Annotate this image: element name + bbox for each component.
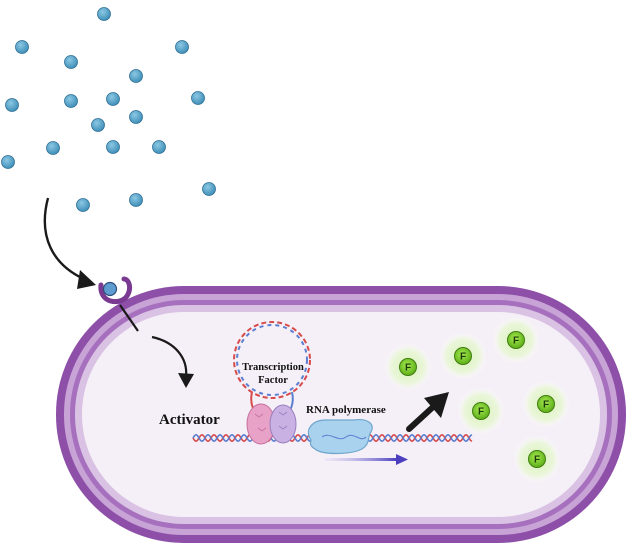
signal-molecule-icon: [64, 94, 78, 108]
fluorescent-protein-label: F: [405, 363, 411, 374]
signal-molecule-icon: [76, 198, 90, 212]
signal-molecule-icon: [129, 193, 143, 207]
signal-molecule-icon: [106, 92, 120, 106]
signal-arrow: [151, 335, 194, 388]
activator-label: Activator: [159, 412, 220, 428]
receptor-icon: [98, 276, 139, 332]
signal-molecule-icon: [175, 40, 189, 54]
signal-molecules: [1, 7, 216, 212]
fluorescent-protein-label: F: [513, 336, 519, 347]
transcript-arrow: [325, 454, 408, 465]
fluorescent-protein-icon: F: [513, 435, 561, 483]
signal-molecule-icon: [152, 140, 166, 154]
fluorescent-protein-icon: F: [384, 343, 432, 391]
signal-molecule-icon: [202, 182, 216, 196]
transcription-factor-label-line2: Factor: [258, 375, 288, 386]
rna-polymerase-label: RNA polymerase: [306, 404, 386, 416]
activator-complex-icon: [246, 403, 297, 445]
fluorescent-protein-icon: F: [457, 387, 505, 435]
fluorescent-protein-icon: F: [522, 380, 570, 428]
signal-molecule-icon: [129, 110, 143, 124]
signal-molecule-icon: [106, 140, 120, 154]
uptake-arrow: [43, 197, 96, 289]
signal-molecule-icon: [191, 91, 205, 105]
signal-molecule-icon: [1, 155, 15, 169]
signal-molecule-icon: [91, 118, 105, 132]
fluorescent-proteins: F F F F F F: [384, 316, 570, 483]
signal-molecule-icon: [64, 55, 78, 69]
fluorescent-protein-label: F: [478, 407, 484, 418]
fluorescent-protein-label: F: [534, 455, 540, 466]
signal-molecule-icon: [46, 141, 60, 155]
signal-molecule-icon: [97, 7, 111, 21]
fluorescent-protein-icon: F: [492, 316, 540, 364]
fluorescent-protein-label: F: [543, 400, 549, 411]
signal-molecule-icon: [15, 40, 29, 54]
rna-polymerase-icon: [307, 419, 373, 455]
signal-molecule-icon: [5, 98, 19, 112]
fluorescent-protein-label: F: [460, 352, 466, 363]
transcription-factor-label-line1: Transcription: [242, 362, 304, 373]
expression-arrow: [406, 392, 449, 432]
fluorescent-protein-icon: F: [439, 332, 487, 380]
signal-molecule-icon: [129, 69, 143, 83]
